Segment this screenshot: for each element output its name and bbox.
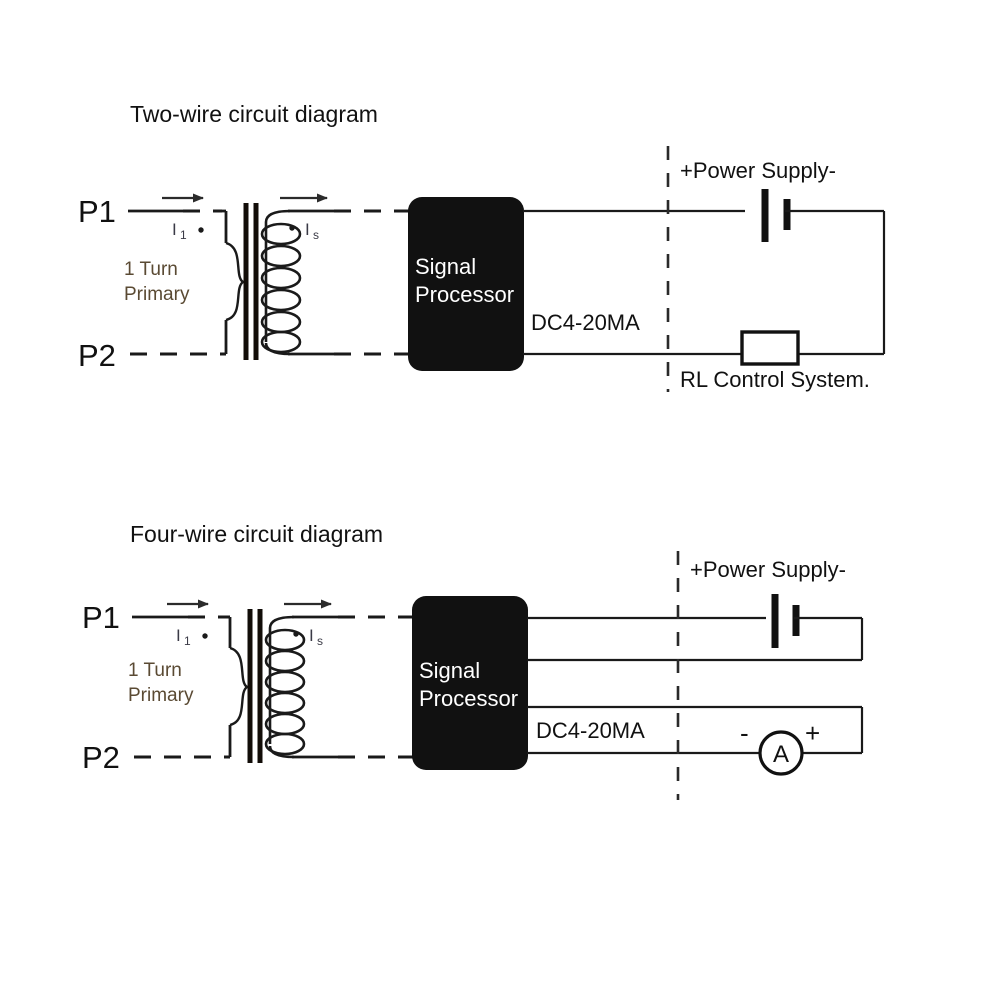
svg-text:I: I	[176, 626, 181, 645]
svg-text:s: s	[313, 228, 319, 242]
four-wire-signal-processor-box	[412, 596, 528, 770]
four-wire-primary-label-line1: 1 Turn	[128, 660, 182, 681]
four-wire-terminal-p2: P2	[82, 740, 120, 775]
two-wire-terminal-p1: P1	[78, 194, 116, 229]
four-wire-ammeter-symbol: A	[773, 741, 789, 768]
two-wire-battery-symbol	[761, 189, 791, 242]
two-wire-primary-polarity-dot	[198, 227, 204, 233]
svg-text:I: I	[172, 220, 177, 239]
two-wire-secondary-current-label: I s	[305, 220, 319, 242]
two-wire-load-resistor	[740, 330, 800, 366]
four-wire-primary-label-line2: Primary	[128, 685, 194, 706]
four-wire-ammeter-minus: -	[740, 718, 749, 748]
two-wire-processor-line1: Signal	[415, 254, 476, 279]
four-wire-secondary-current-label: I s	[309, 626, 323, 648]
two-wire-secondary-coil	[260, 209, 302, 356]
four-wire-title: Four-wire circuit diagram	[130, 521, 383, 547]
two-wire-primary-label-line2: Primary	[124, 284, 190, 305]
two-wire-terminal-p2: P2	[78, 338, 116, 373]
four-wire-primary-current-label: I 1	[176, 626, 191, 648]
four-wire-diagram: Four-wire circuit diagram P1 P2 I 1 1 Tu…	[82, 521, 864, 800]
four-wire-signal-label: DC4-20MA	[536, 718, 645, 743]
four-wire-ammeter-plus: +	[805, 718, 820, 748]
two-wire-signal-label: DC4-20MA	[531, 310, 640, 335]
svg-text:s: s	[317, 634, 323, 648]
four-wire-ammeter	[758, 730, 804, 776]
two-wire-primary-brace	[225, 241, 246, 322]
two-wire-signal-processor-box	[408, 197, 524, 371]
four-wire-transformer-core	[247, 609, 263, 763]
four-wire-secondary-coil	[264, 615, 306, 759]
four-wire-primary-brace	[229, 646, 250, 727]
two-wire-secondary-polarity-dot	[289, 225, 295, 231]
two-wire-transformer-core	[243, 203, 259, 360]
svg-text:I: I	[309, 626, 314, 645]
four-wire-processor-line1: Signal	[419, 658, 480, 683]
two-wire-primary-current-label: I 1	[172, 220, 187, 242]
two-wire-diagram: Two-wire circuit diagram P1 P2 I 1 1 Tur…	[78, 101, 886, 392]
four-wire-terminal-p1: P1	[82, 600, 120, 635]
four-wire-secondary-polarity-dot	[293, 631, 299, 637]
four-wire-supply-label: +Power Supply-	[690, 557, 846, 582]
four-wire-processor-line2: Processor	[419, 686, 518, 711]
two-wire-processor-line2: Processor	[415, 282, 514, 307]
svg-text:I: I	[305, 220, 310, 239]
svg-text:1: 1	[184, 634, 191, 648]
svg-text:1: 1	[180, 228, 187, 242]
four-wire-battery-symbol	[771, 594, 800, 648]
two-wire-primary-label-line1: 1 Turn	[124, 259, 178, 280]
two-wire-supply-label: +Power Supply-	[680, 158, 836, 183]
two-wire-title: Two-wire circuit diagram	[130, 101, 378, 127]
two-wire-load-label: RL Control System.	[680, 367, 870, 392]
four-wire-primary-polarity-dot	[202, 633, 208, 639]
